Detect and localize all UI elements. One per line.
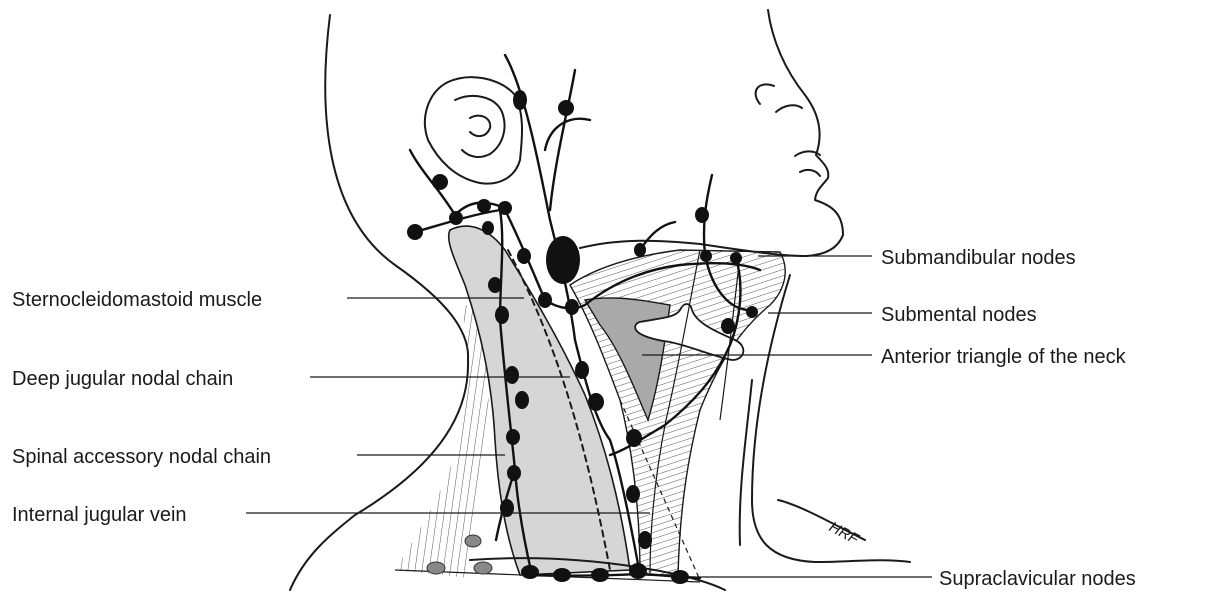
node [506, 429, 520, 445]
node [500, 499, 514, 517]
node [634, 243, 646, 257]
label-sternocleidomastoid-muscle: Sternocleidomastoid muscle [12, 289, 262, 311]
node [515, 391, 529, 409]
node [553, 568, 571, 582]
label-anterior-triangle: Anterior triangle of the neck [881, 346, 1127, 368]
node [626, 429, 642, 447]
node [505, 366, 519, 384]
node [482, 221, 494, 235]
node [558, 100, 574, 116]
ear [425, 77, 522, 183]
node [721, 318, 735, 334]
node-large [546, 236, 580, 284]
node [626, 485, 640, 503]
node [638, 531, 652, 549]
label-deep-jugular-nodal-chain: Deep jugular nodal chain [12, 368, 233, 390]
node [498, 201, 512, 215]
node [629, 563, 647, 579]
node [407, 224, 423, 240]
node [695, 207, 709, 223]
node [495, 306, 509, 324]
label-internal-jugular-vein: Internal jugular vein [12, 504, 187, 526]
node [575, 361, 589, 379]
node-shaded [474, 562, 492, 574]
node [517, 248, 531, 264]
artist-signature: HRF [826, 519, 862, 549]
node [591, 568, 609, 582]
node [538, 292, 552, 308]
node [565, 299, 579, 315]
label-submandibular-nodes: Submandibular nodes [881, 247, 1076, 269]
node [730, 252, 742, 264]
node [477, 199, 491, 213]
node [671, 570, 689, 584]
node [513, 90, 527, 110]
node [746, 306, 758, 318]
node [507, 465, 521, 481]
node [488, 277, 502, 293]
node [449, 211, 463, 225]
label-submental-nodes: Submental nodes [881, 304, 1037, 326]
node [588, 393, 604, 411]
node-shaded [427, 562, 445, 574]
node [700, 250, 712, 262]
label-spinal-accessory-nodal-chain: Spinal accessory nodal chain [12, 446, 271, 468]
node-shaded [465, 535, 481, 547]
node [432, 174, 448, 190]
node [521, 565, 539, 579]
label-supraclavicular-nodes: Supraclavicular nodes [939, 568, 1136, 590]
